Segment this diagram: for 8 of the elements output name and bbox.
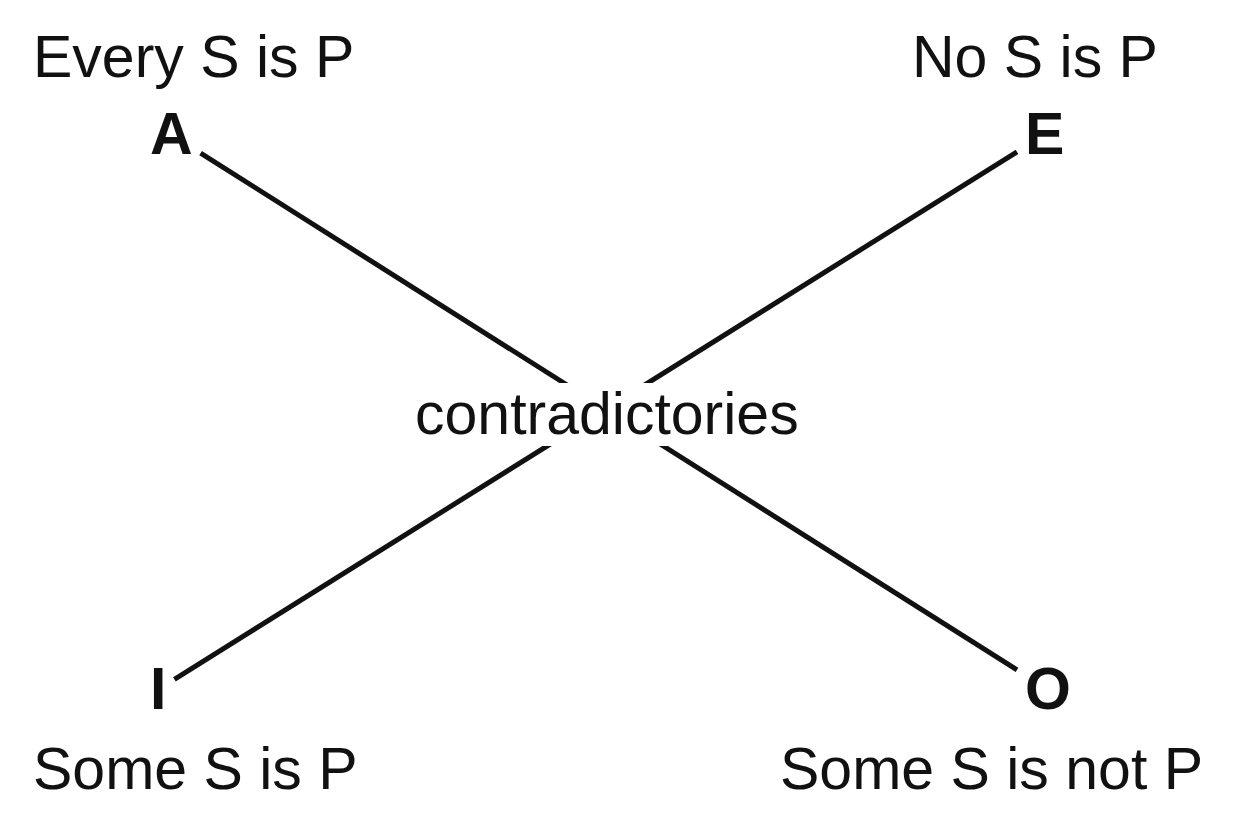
proposition-text: Every S is P bbox=[33, 28, 355, 87]
vertex-letter: A bbox=[150, 101, 193, 167]
vertex-letter: I bbox=[150, 656, 167, 722]
proposition-text: No S is P bbox=[912, 28, 1158, 87]
vertex-letter: O bbox=[1025, 656, 1071, 722]
proposition-text: Some S is P bbox=[33, 740, 358, 799]
proposition-text: Some S is not P bbox=[780, 740, 1204, 799]
vertex-letter: E bbox=[1025, 101, 1065, 167]
